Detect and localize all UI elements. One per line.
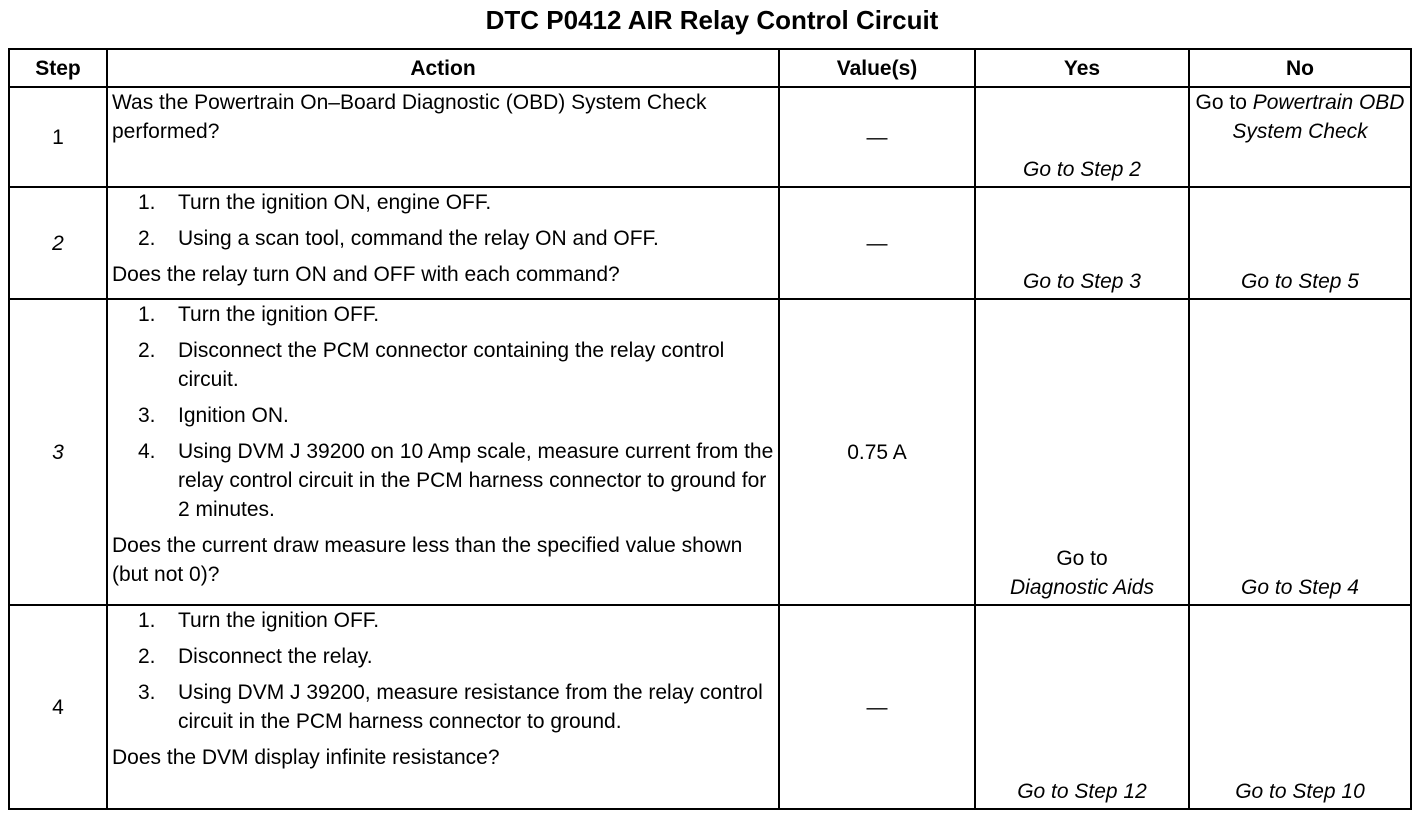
step-number: 4 bbox=[8, 604, 108, 810]
no-link: Powertrain OBD System Check bbox=[1232, 91, 1405, 143]
action-cell: Was the Powertrain On–Board Diagnostic (… bbox=[106, 86, 780, 188]
action-step: 4.Using DVM J 39200 on 10 Amp scale, mea… bbox=[138, 440, 774, 521]
value-cell: — bbox=[778, 604, 976, 810]
action-question: Does the relay turn ON and OFF with each… bbox=[112, 263, 620, 286]
action-question: Was the Powertrain On–Board Diagnostic (… bbox=[112, 91, 707, 143]
header-step: Step bbox=[8, 48, 108, 88]
value-cell: 0.75 A bbox=[778, 298, 976, 606]
action-question: Does the current draw measure less than … bbox=[112, 534, 743, 586]
action-steps: 1.Turn the ignition ON, engine OFF. 2.Us… bbox=[112, 188, 774, 253]
action-steps: 1.Turn the ignition OFF. 2.Disconnect th… bbox=[112, 606, 774, 736]
action-step: 2.Disconnect the PCM connector containin… bbox=[138, 339, 725, 391]
table-row: 1 Was the Powertrain On–Board Diagnostic… bbox=[8, 86, 1412, 188]
value-cell: — bbox=[778, 86, 976, 188]
yes-cell: Go to Step 2 bbox=[974, 86, 1190, 188]
yes-cell: Go to Step 12 bbox=[974, 604, 1190, 810]
step-number: 1 bbox=[8, 86, 108, 188]
yes-cell: Go to Diagnostic Aids bbox=[974, 298, 1190, 606]
no-cell: Go to Step 10 bbox=[1188, 604, 1412, 810]
yes-link: Diagnostic Aids bbox=[1010, 576, 1154, 599]
page-title: DTC P0412 AIR Relay Control Circuit bbox=[485, 5, 939, 35]
no-cell: Go to Powertrain OBD System Check bbox=[1188, 86, 1412, 188]
header-yes: Yes bbox=[974, 48, 1190, 88]
no-cell: Go to Step 4 bbox=[1188, 298, 1412, 606]
action-step: 1.Turn the ignition OFF. bbox=[138, 609, 380, 632]
value-cell: — bbox=[778, 186, 976, 300]
action-step: 1.Turn the ignition ON, engine OFF. bbox=[138, 191, 492, 214]
action-step: 2.Disconnect the relay. bbox=[138, 645, 373, 668]
table-row: 2 1.Turn the ignition ON, engine OFF. 2.… bbox=[8, 186, 1412, 300]
action-cell: 1.Turn the ignition ON, engine OFF. 2.Us… bbox=[106, 186, 780, 300]
step-number: 2 bbox=[8, 186, 108, 300]
action-step: 2.Using a scan tool, command the relay O… bbox=[138, 227, 659, 250]
table-row: 4 1.Turn the ignition OFF. 2.Disconnect … bbox=[8, 604, 1412, 810]
header-no: No bbox=[1188, 48, 1412, 88]
header-values: Value(s) bbox=[778, 48, 976, 88]
no-prefix: Go to bbox=[1195, 91, 1247, 114]
no-cell: Go to Step 5 bbox=[1188, 186, 1412, 300]
diagnostic-table: Step Action Value(s) Yes No 1 Was the Po… bbox=[8, 48, 1412, 810]
yes-prefix: Go to bbox=[1056, 547, 1108, 570]
step-number: 3 bbox=[8, 298, 108, 606]
action-cell: 1.Turn the ignition OFF. 2.Disconnect th… bbox=[106, 604, 780, 810]
action-step: 3.Using DVM J 39200, measure resistance … bbox=[138, 681, 763, 733]
action-step: 1.Turn the ignition OFF. bbox=[138, 303, 380, 326]
table-row: 3 1.Turn the ignition OFF. 2.Disconnect … bbox=[8, 298, 1412, 606]
action-question: Does the DVM display infinite resistance… bbox=[112, 746, 500, 769]
yes-cell: Go to Step 3 bbox=[974, 186, 1190, 300]
table-header-row: Step Action Value(s) Yes No bbox=[8, 48, 1412, 88]
header-action: Action bbox=[106, 48, 780, 88]
action-cell: 1.Turn the ignition OFF. 2.Disconnect th… bbox=[106, 298, 780, 606]
action-steps: 1.Turn the ignition OFF. 2.Disconnect th… bbox=[112, 300, 774, 524]
action-step: 3.Ignition ON. bbox=[138, 404, 289, 427]
